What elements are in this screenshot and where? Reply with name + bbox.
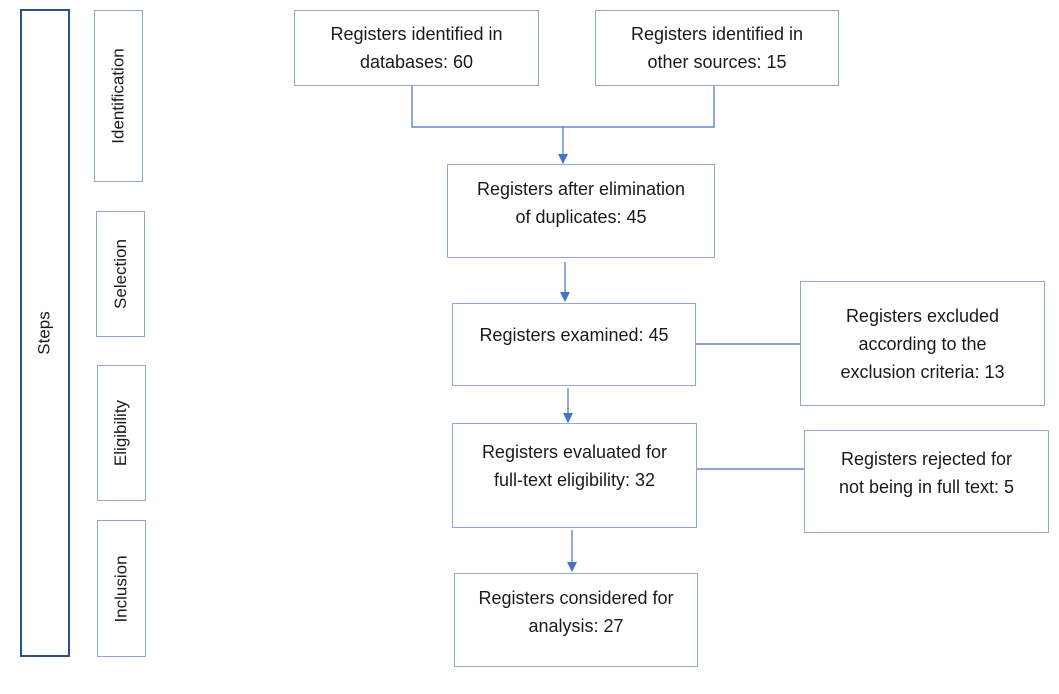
box-examined-line-1: Registers examined: 45 xyxy=(479,325,669,345)
phase-selection: Selection xyxy=(96,211,145,337)
box-excluded-line-2: according to the xyxy=(858,333,987,354)
box-considered-line-1: Registers considered for xyxy=(478,588,674,608)
box-other-sources-line-2: other sources: 15 xyxy=(647,52,787,72)
steps-label: Steps xyxy=(34,311,54,355)
merge-connector xyxy=(411,86,715,128)
box-rejected: Registers rejected for not being in full… xyxy=(804,430,1049,533)
box-other-sources: Registers identified in other sources: 1… xyxy=(595,10,839,86)
box-examined: Registers examined: 45 xyxy=(452,303,696,386)
phase-identification: Identification xyxy=(94,10,143,182)
box-excluded: Registers excluded according to the excl… xyxy=(800,281,1045,406)
box-databases: Registers identified in databases: 60 xyxy=(294,10,539,86)
box-rejected-line-1: Registers rejected for xyxy=(840,449,1013,469)
box-excluded-line-1: Registers excluded xyxy=(845,305,1000,326)
box-other-sources-line-1: Registers identified in xyxy=(630,24,804,44)
box-rejected-line-2: not being in full text: 5 xyxy=(838,477,1015,497)
box-considered-line-2: analysis: 27 xyxy=(528,616,624,636)
phase-eligibility: Eligibility xyxy=(97,365,146,501)
box-excluded-line-3: exclusion criteria: 13 xyxy=(840,361,1005,382)
phase-inclusion: Inclusion xyxy=(97,520,146,657)
phase-selection-label: Selection xyxy=(110,239,130,309)
box-after-duplicates-line-1: Registers after elimination xyxy=(476,179,686,199)
box-evaluated-line-2: full-text eligibility: 32 xyxy=(493,470,656,490)
phase-eligibility-label: Eligibility xyxy=(111,399,131,467)
box-considered: Registers considered for analysis: 27 xyxy=(454,573,698,667)
box-evaluated: Registers evaluated for full-text eligib… xyxy=(452,423,697,528)
box-databases-line-2: databases: 60 xyxy=(359,52,474,72)
phase-inclusion-label: Inclusion xyxy=(111,554,131,623)
box-databases-line-1: Registers identified in xyxy=(330,24,503,44)
steps-column: Steps xyxy=(20,9,70,657)
phase-identification-label: Identification xyxy=(108,48,128,144)
box-after-duplicates: Registers after elimination of duplicate… xyxy=(447,164,715,258)
box-evaluated-line-1: Registers evaluated for xyxy=(481,442,668,462)
box-after-duplicates-line-2: of duplicates: 45 xyxy=(515,207,647,227)
